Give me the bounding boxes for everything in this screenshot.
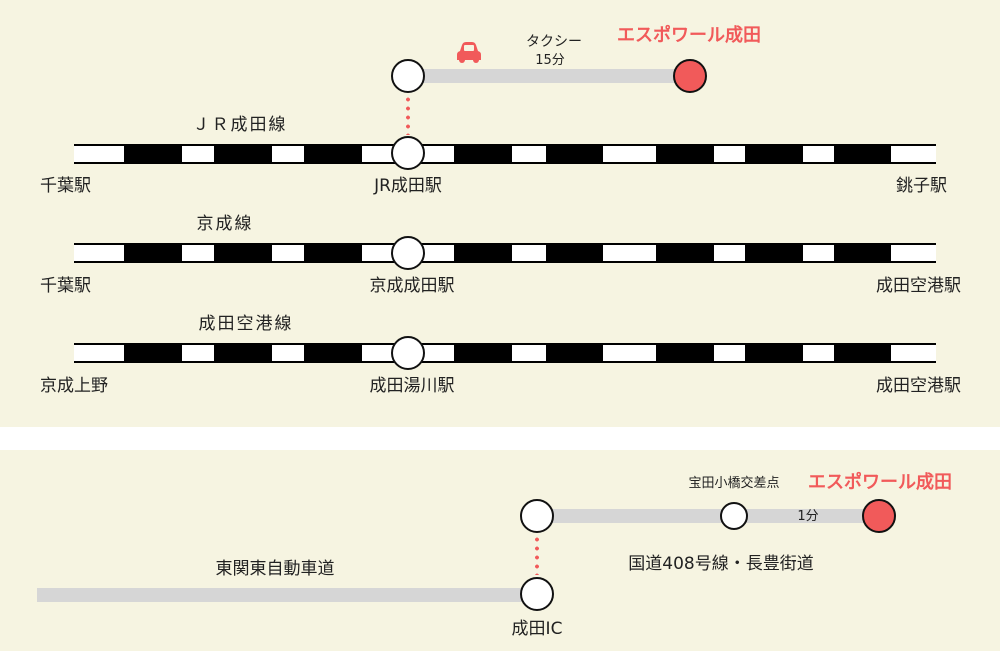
taxi-route-bar (408, 69, 690, 83)
line-name: 成田空港線 (198, 314, 294, 334)
intersection-node (720, 502, 748, 530)
expressway-label: 東関東自動車道 (215, 559, 335, 579)
destination-node (673, 59, 707, 93)
ic-dotted-line (535, 535, 539, 575)
station-center: 成田湯川駅 (369, 376, 455, 396)
road-destination-node (862, 499, 896, 533)
jr-narita-station-node (391, 136, 425, 170)
rail-destination-label: エスポワール成田 (617, 25, 761, 46)
interchange-label: 成田IC (511, 619, 563, 639)
route-start-node (520, 499, 554, 533)
narita-yukawa-station-node (391, 336, 425, 370)
transfer-dotted-line (406, 95, 410, 135)
station-left: 千葉駅 (40, 276, 91, 296)
station-center: JR成田駅 (374, 176, 442, 196)
rail-access-panel: タクシー 15分 エスポワール成田 ＪＲ成田線 千葉駅 JR成田駅 銚子駅 京成… (0, 0, 1000, 427)
station-right: 銚子駅 (896, 176, 947, 196)
expressway-bar (37, 588, 537, 602)
line-name: 京成線 (196, 214, 254, 234)
route-time-label: 1分 (797, 509, 819, 524)
narita-sky-access-line-track (74, 343, 936, 363)
taxi-time-label: 15分 (535, 53, 565, 68)
route-bar (537, 509, 879, 523)
interchange-node (520, 577, 554, 611)
intersection-label: 宝田小橋交差点 (688, 476, 780, 491)
station-right: 成田空港駅 (876, 276, 961, 296)
line-name: ＪＲ成田線 (192, 115, 288, 135)
keisei-line-track (74, 243, 936, 263)
station-left: 千葉駅 (40, 176, 91, 196)
route-name-label: 国道408号線・長豊街道 (628, 554, 814, 574)
station-left: 京成上野 (40, 376, 108, 396)
taxi-start-node (391, 59, 425, 93)
station-center: 京成成田駅 (369, 276, 455, 296)
road-access-panel: 東関東自動車道 宝田小橋交差点 1分 エスポワール成田 国道408号線・長豊街道… (0, 450, 1000, 651)
jr-narita-line-track (74, 144, 936, 164)
taxi-label: タクシー (526, 34, 582, 50)
car-icon (457, 42, 481, 63)
road-destination-label: エスポワール成田 (808, 472, 952, 493)
keisei-narita-station-node (391, 236, 425, 270)
station-right: 成田空港駅 (876, 376, 961, 396)
